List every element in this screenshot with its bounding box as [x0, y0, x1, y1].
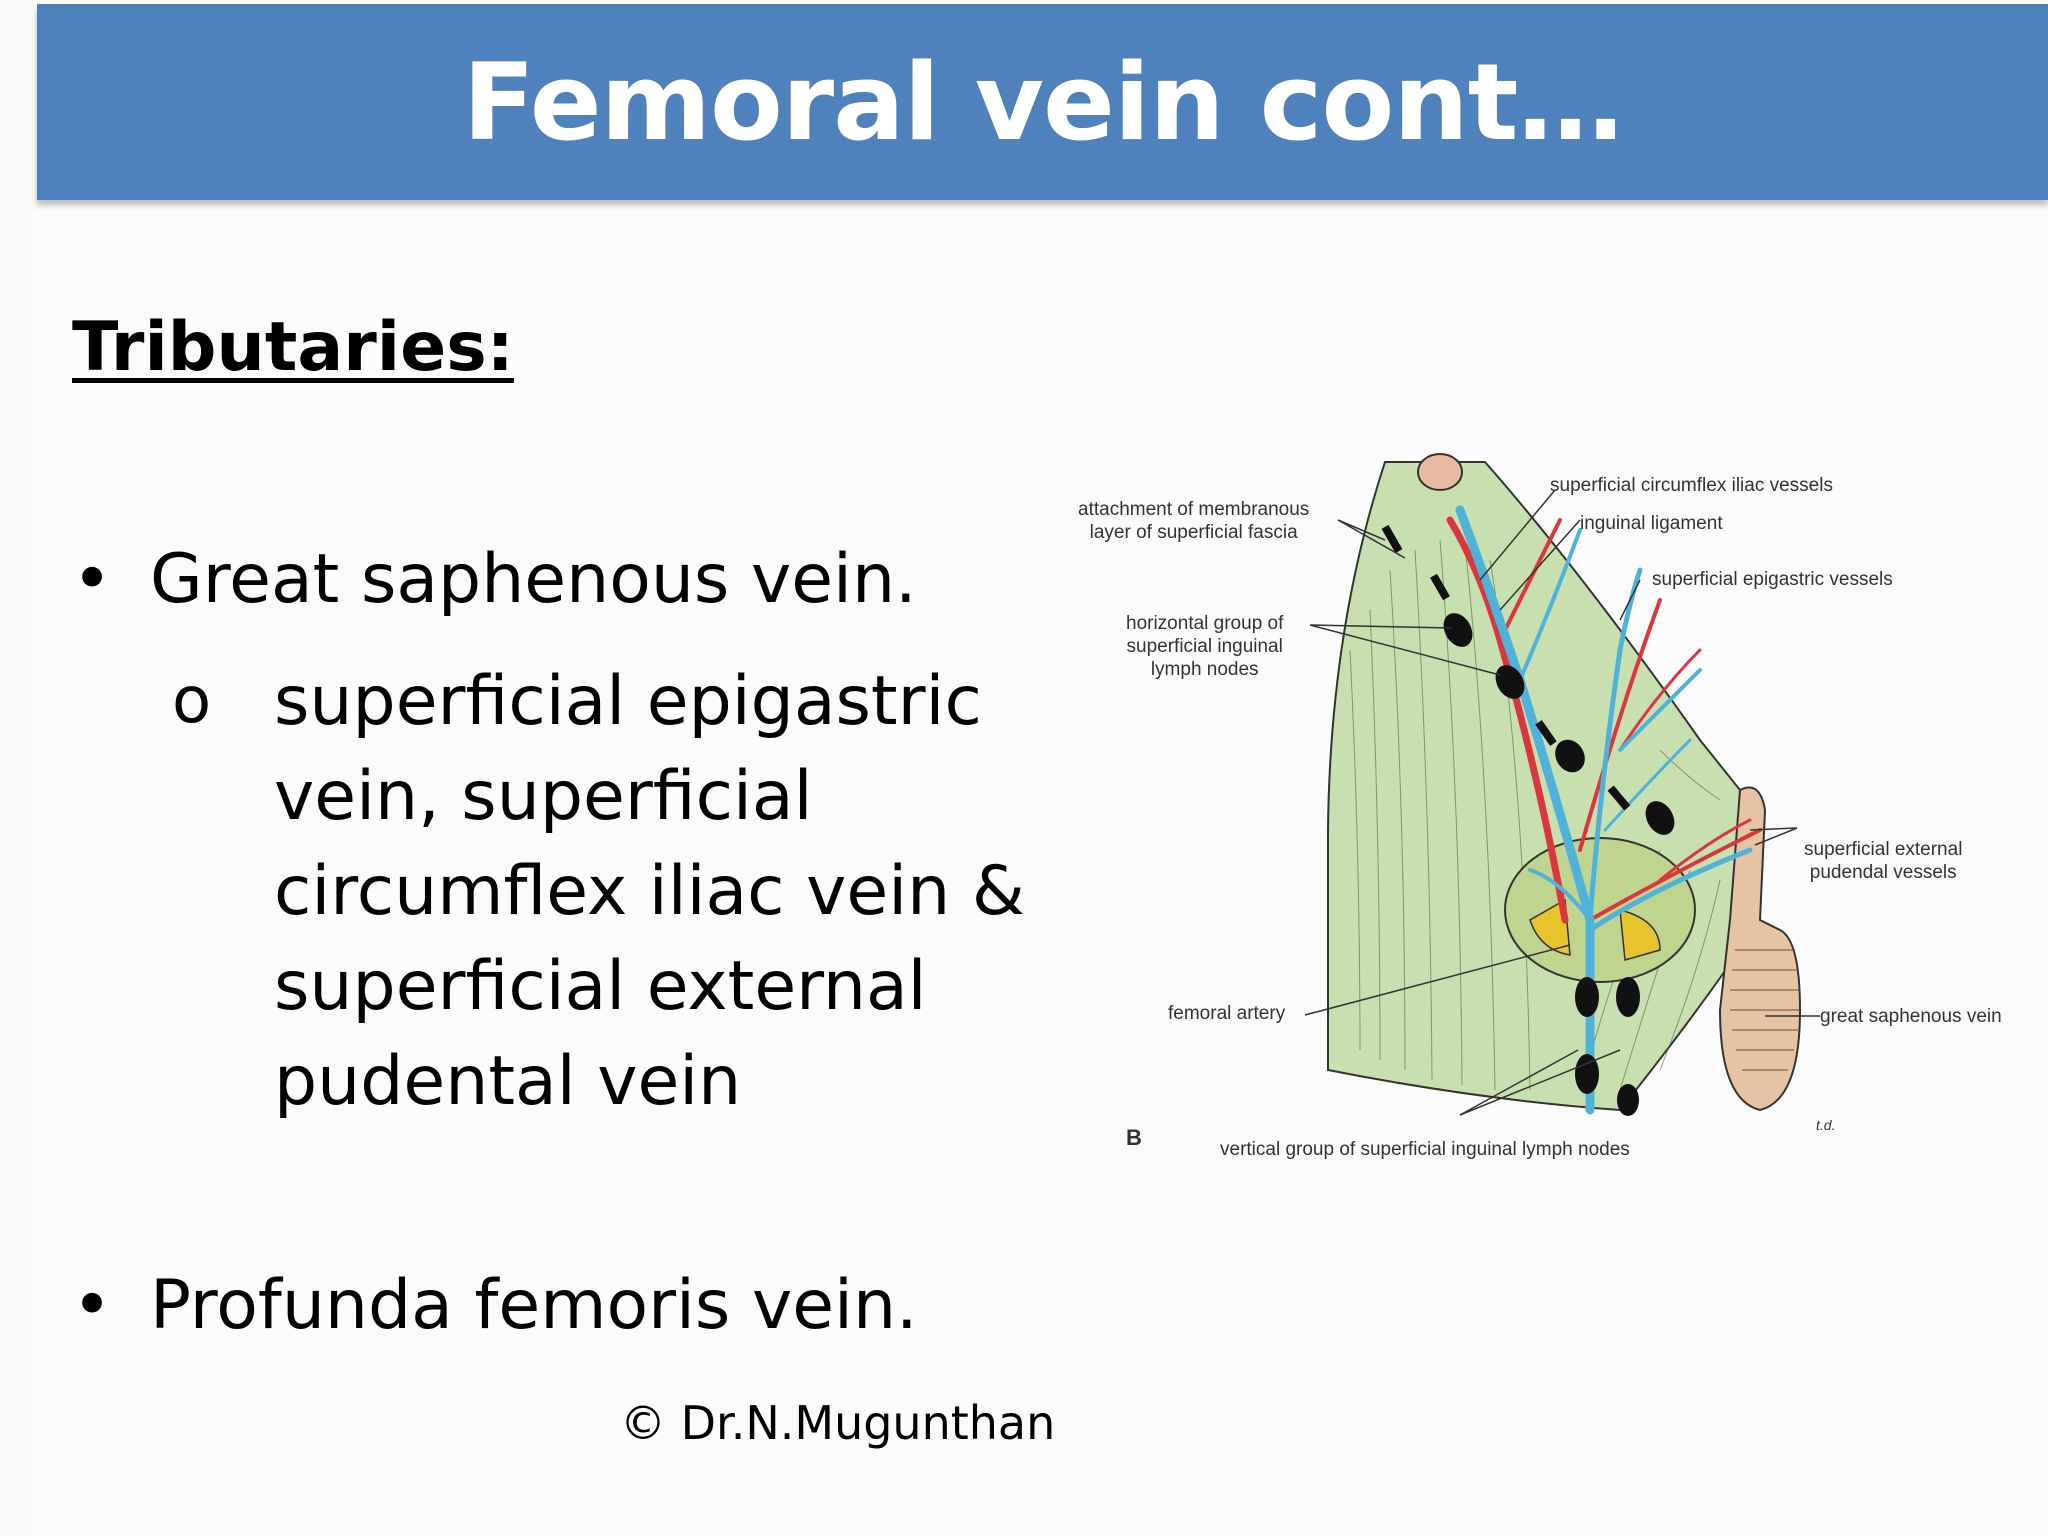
slide-title: Femoral vein cont…	[462, 40, 1624, 164]
lymph-nodes	[1381, 524, 1675, 1116]
label-attachment-fascia: attachment of membranous layer of superf…	[1078, 499, 1310, 543]
femoral-region-diagram	[1304, 453, 1820, 1116]
great-saphenous-vein-flap	[1718, 786, 1802, 1112]
superficial-fascia-region	[1327, 461, 1762, 1112]
label-vertical-group: vertical group of superficial inguinal l…	[1220, 1139, 1630, 1160]
hollow-circle-bullet-icon: o	[172, 664, 212, 738]
label-epigastric-vessels: superficial epigastric vessels	[1652, 569, 1893, 590]
title-bar: Femoral vein cont…	[37, 4, 2048, 200]
bullet-text: Great saphenous vein.	[150, 540, 917, 619]
saphenous-opening	[1504, 837, 1696, 983]
anatomy-illustration: attachment of membranous layer of superf…	[1060, 450, 2040, 1170]
femoral-artery	[1446, 516, 1762, 924]
label-inguinal-ligament: inguinal ligament	[1580, 513, 1723, 534]
label-femoral-artery: femoral artery	[1168, 1003, 1286, 1024]
tributaries-heading: Tributaries:	[72, 308, 514, 387]
sub-bullet-text: superficial epigastric vein, superficial…	[274, 662, 1025, 1121]
label-horizontal-group: horizontal group of superficial inguinal…	[1126, 613, 1284, 680]
pubic-tubercle	[1417, 453, 1463, 491]
bullet-dot-icon: •	[72, 1266, 113, 1345]
bullet-dot-icon: •	[72, 540, 113, 619]
copyright-text: © Dr.N.Mugunthan	[620, 1396, 1056, 1450]
bullet-text: Profunda femoris vein.	[150, 1266, 918, 1345]
label-great-saphenous-vein: great saphenous vein	[1820, 1006, 2002, 1027]
label-pudendal-vessels: superficial external pudendal vessels	[1804, 839, 1963, 883]
illustrator-signature: t.d.	[1816, 1117, 1836, 1133]
flap-texture	[1730, 949, 1800, 1071]
label-circumflex-iliac: superficial circumflex iliac vessels	[1550, 475, 1833, 496]
leader-lines	[1304, 489, 1820, 1116]
figure-panel-letter: B	[1126, 1125, 1142, 1150]
